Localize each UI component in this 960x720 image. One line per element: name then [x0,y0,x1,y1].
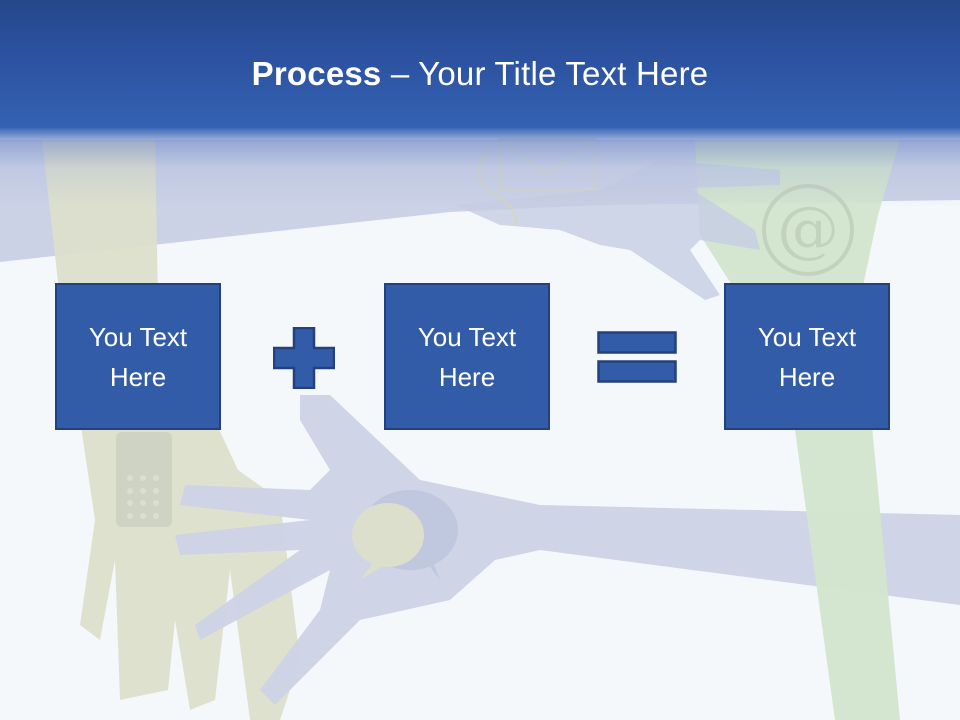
process-box-3-label: You Text Here [757,321,857,392]
title-banner-fade [0,128,960,208]
mobile-phone-icon [116,432,172,527]
plus-icon [273,327,335,389]
process-box-1-label: You Text Here [88,321,188,392]
process-box-2[interactable]: You Text Here [384,283,550,430]
title-bold-part: Process [251,55,382,92]
equals-icon [597,331,677,383]
title-rest-part: – Your Title Text Here [381,55,709,92]
process-box-3[interactable]: You Text Here [724,283,890,430]
blue-hand-icon [175,395,960,705]
process-box-1[interactable]: You Text Here [55,283,221,430]
slide-title[interactable]: Process – Your Title Text Here [0,52,960,96]
speech-bubbles-icon [352,490,458,580]
title-banner [0,0,960,128]
process-box-2-label: You Text Here [417,321,517,392]
